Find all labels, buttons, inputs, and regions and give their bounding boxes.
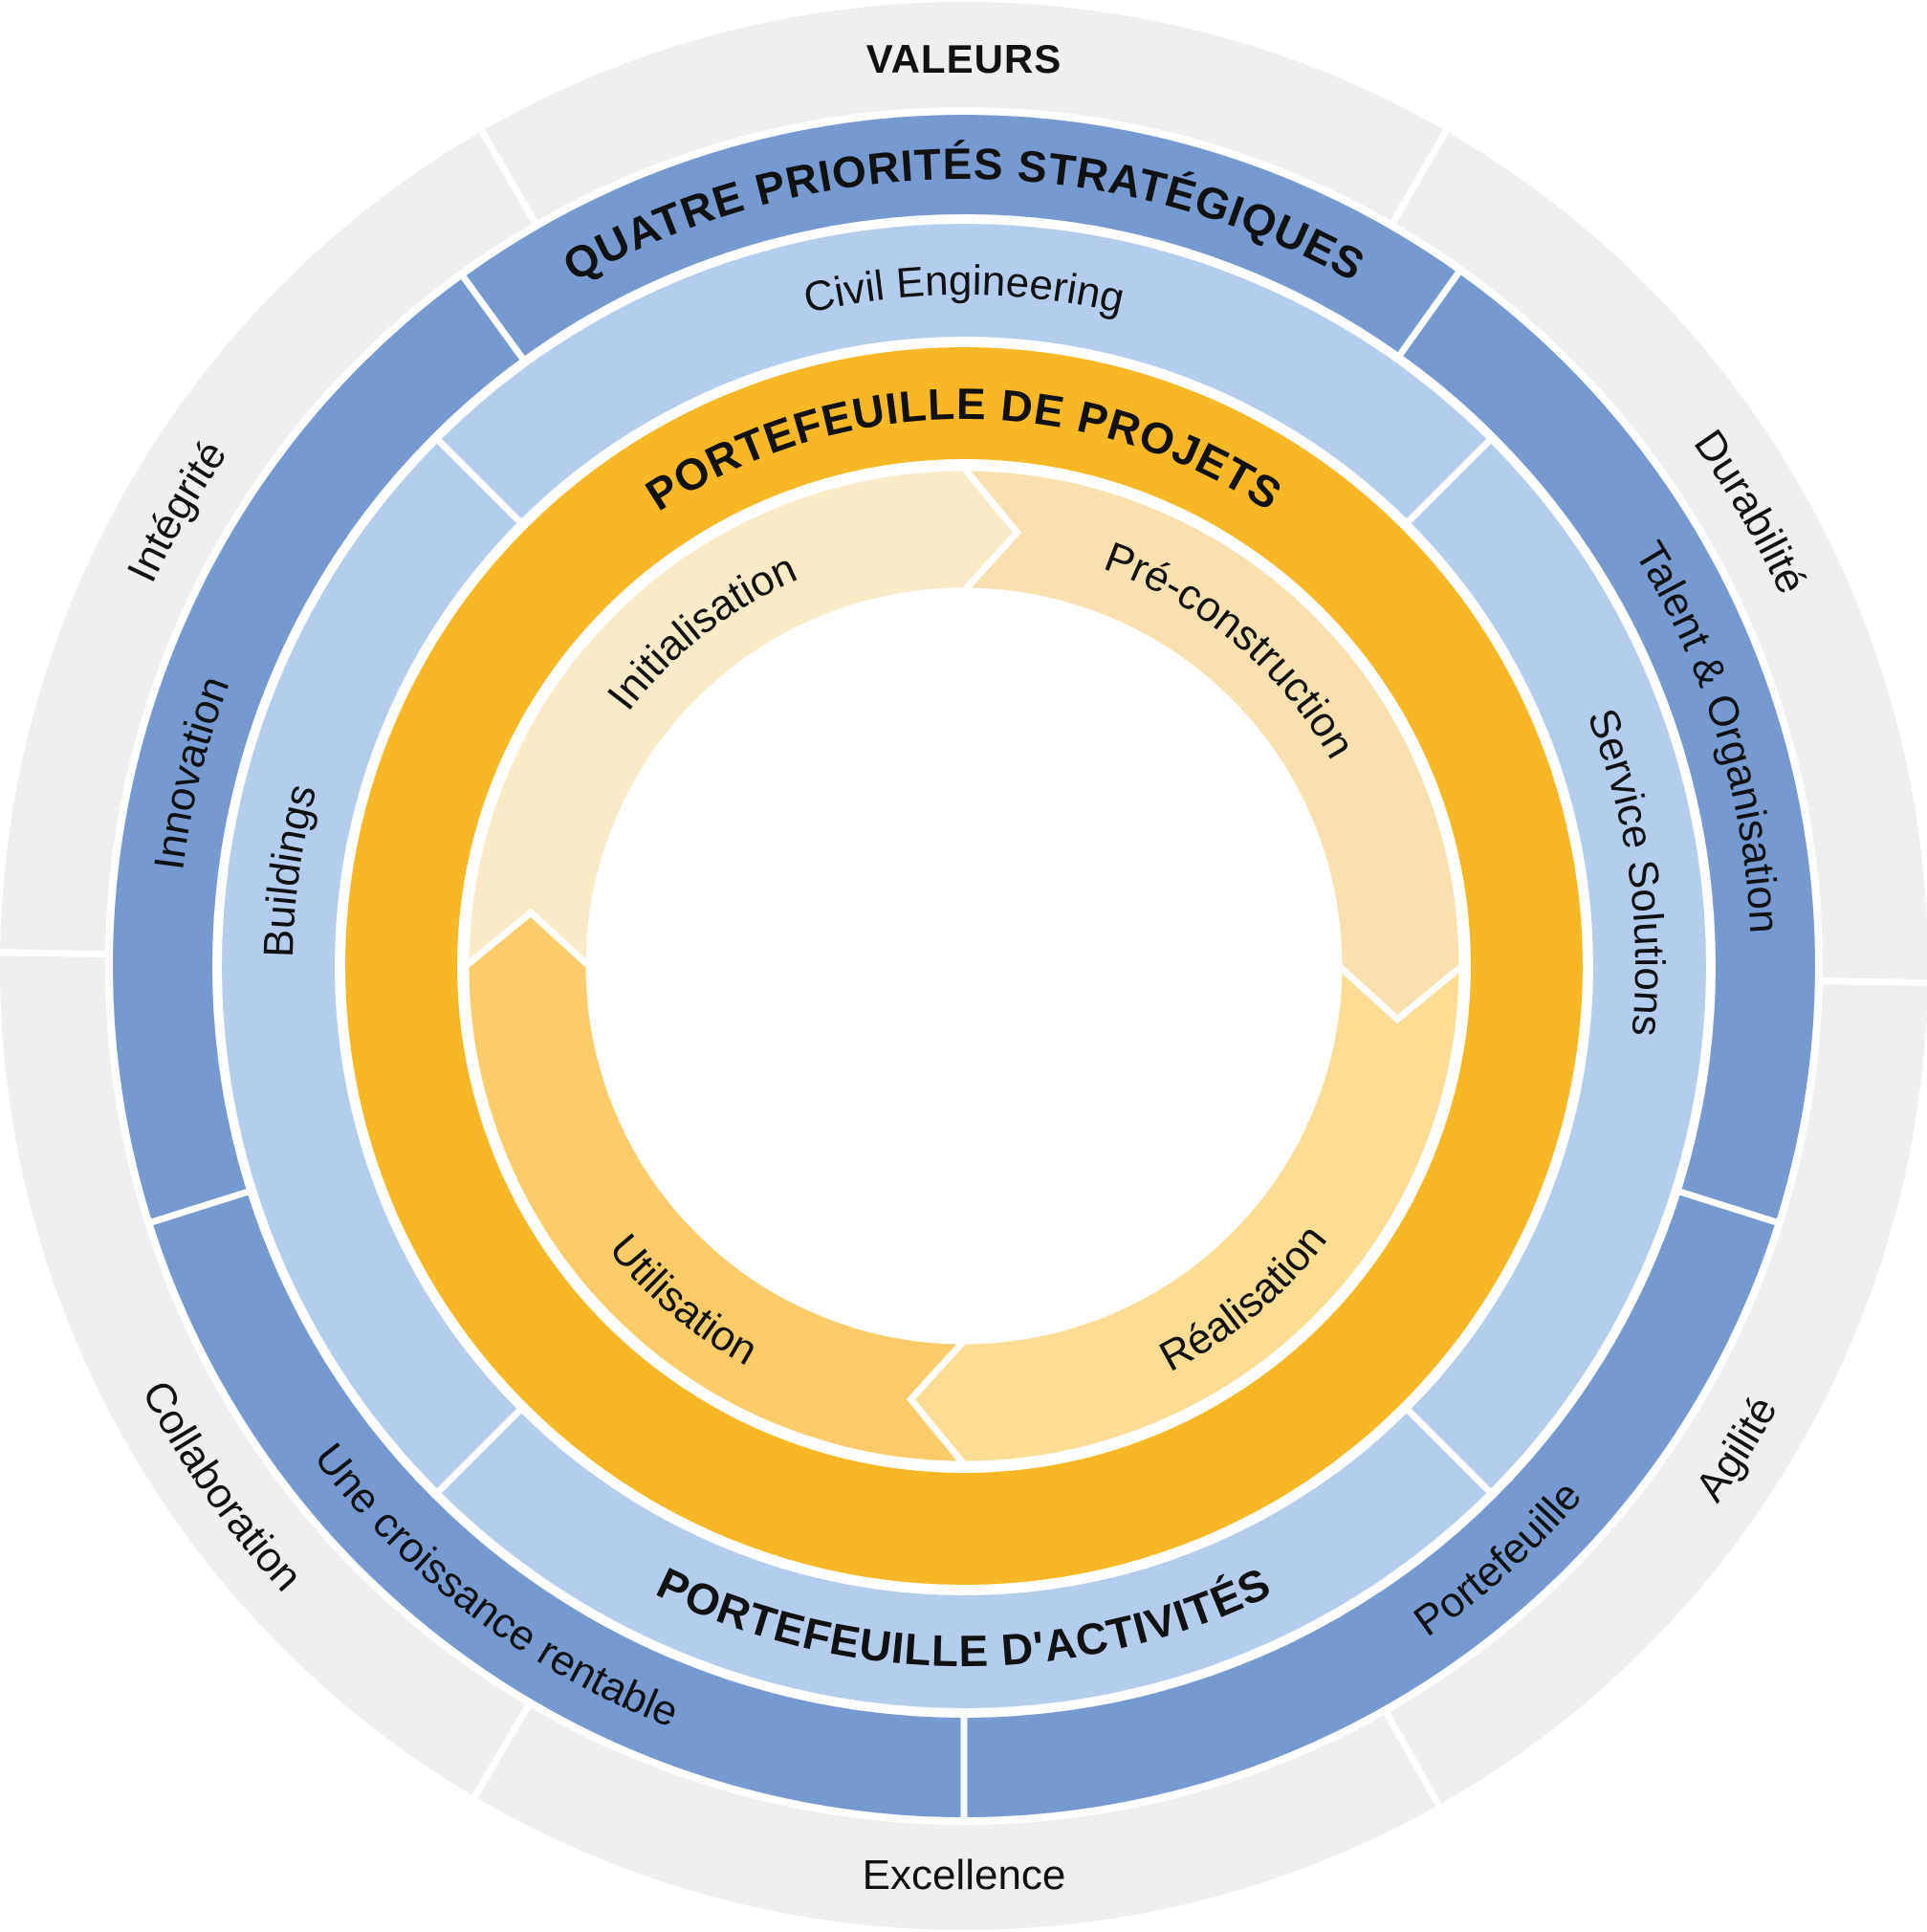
values-ring-divider — [1389, 127, 1451, 226]
phases-ring — [462, 464, 1466, 1468]
priorities-ring-divider — [1396, 269, 1462, 358]
priorities-ring-divider — [1677, 1188, 1779, 1226]
business-ring-divider — [435, 437, 523, 525]
values-ring-divider — [1383, 1710, 1443, 1809]
value-label-excellence: Excellence — [863, 1852, 1066, 1899]
business-ring-divider — [1405, 437, 1493, 525]
values-ring-divider — [1820, 977, 1927, 987]
priorities-ring-divider — [459, 274, 527, 362]
business-ring-divider — [435, 1407, 523, 1495]
priorities-ring — [112, 115, 1815, 1819]
values-ring-divider — [0, 949, 108, 957]
values-ring-divider — [471, 1702, 533, 1801]
phase-utilisation — [462, 908, 972, 1468]
business-ring — [221, 224, 1706, 1708]
values-ring-divider — [477, 127, 539, 226]
priorities-ring-divider — [149, 1188, 251, 1226]
business-ring-divider — [1405, 1407, 1493, 1495]
values-title: VALEURS — [866, 36, 1062, 81]
